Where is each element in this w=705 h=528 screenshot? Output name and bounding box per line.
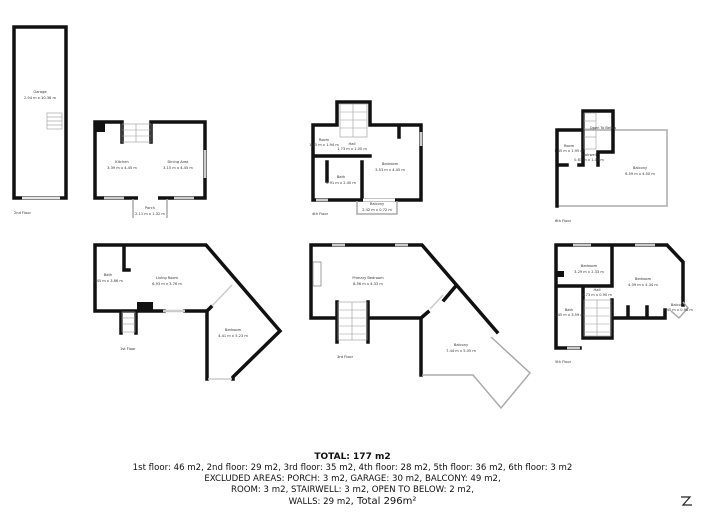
floor-label: 6th Floor [555,219,572,223]
room-dims: 0.45 m x 0.98 m [663,308,693,312]
floor-label: 2nd Floor [14,211,31,215]
floor-label: 4th Floor [312,212,329,216]
room-dims: 2.42 m x 0.72 m [362,208,392,212]
walls [555,109,615,208]
floor-1st: Bath 1.45 m x 3.86 m Living Room 6.93 m … [93,243,283,381]
room-name: Hall [349,142,356,146]
floor-areas: 1st floor: 46 m2, 2nd floor: 29 m2, 3rd … [132,463,573,473]
total-area: TOTAL: 177 m2 [314,452,391,462]
room-name: Dining Area [167,160,188,164]
room-name: Balcony [671,303,686,307]
walls [554,243,685,350]
room-dims: 1.45 m x 3.86 m [93,279,123,283]
room-name: Bedroom [635,277,652,281]
room-dims: 4.41 m x 5.23 m [218,334,248,338]
room-name: Balcony [454,343,469,347]
porch-outline [132,199,168,218]
floor-5th: Bedroom 3.29 m x 2.33 m Bedroom 4.09 m x… [554,243,693,364]
stairs [583,112,597,150]
north-arrow-icon [681,496,692,506]
room-dims: 2.94 m x 10.36 m [24,96,56,100]
room-name: Balcony [633,166,648,170]
room-name: Hall [594,288,601,292]
balcony-outline [670,301,689,320]
area-summary: TOTAL: 177 m2 1st floor: 46 m2, 2nd floo… [0,452,705,508]
stairs [46,112,63,130]
walls [309,243,500,377]
room-name: Bedroom [581,264,598,268]
room-dims: 2.11 m x 1.32 m [135,212,165,216]
room-dims: 4.09 m x 4.34 m [628,283,658,287]
excluded-areas-1: EXCLUDED AREAS: PORCH: 3 m2, GARAGE: 30 … [204,474,501,484]
floor-label: 1st Floor [120,347,136,351]
room-name: Primary Bedroom [352,276,384,280]
stairs [337,301,368,341]
room-dims: 1.45 m x 1.94 m [309,143,339,147]
room-dims: 1.45 m x 1.95 m [554,149,584,153]
walls [311,100,423,202]
room-name: Bedroom [382,162,399,166]
room-dims: 3.15 m x 4.45 m [163,166,193,170]
room-name: Kitchen [115,160,129,164]
stairs [121,311,136,333]
floor-4th: Room 1.45 m x 1.94 m Hall 1.73 m x 1.00 … [309,100,423,216]
room-dims: 1.45 m x 3.59 m [554,313,584,317]
room-dims: 3.39 m x 4.45 m [107,166,137,170]
room-name: Living Room [156,276,179,280]
room-dims: 6.93 m x 3.76 m [152,282,182,286]
floor-label: 5th Floor [555,360,572,364]
walls [93,243,283,381]
room-dims: 3.29 m x 2.33 m [574,270,604,274]
floor-label: 3rd Floor [337,355,354,359]
room-dims: 3.53 m x 4.45 m [375,168,405,172]
room-name: Bath [565,308,573,312]
floor-6th: Open To Below Room 1.45 m x 1.95 m Stair… [554,109,668,223]
room-name: Bath [104,273,112,277]
balcony-outline [422,336,532,410]
stairs [339,103,368,138]
room-name: Porch [145,206,155,210]
room-name: Room [319,138,330,142]
garage-walls [12,25,68,200]
room-name: Open To Below [590,126,617,130]
room-name: Bath [337,175,345,179]
room-name: Room [564,144,575,148]
room-dims: 7.44 m x 5.05 m [446,349,476,353]
room-dims: 0.83 m x 1.02 m [574,158,604,162]
room-dims: 4.73 m x 0.90 m [582,293,612,297]
excluded-areas-2: ROOM: 3 m2, STAIRWELL: 3 m2, OPEN TO BEL… [231,485,474,495]
room-dims: 6.59 m x 4.50 m [625,172,655,176]
room-name: Balcony [370,202,385,206]
room-name: Bedroom [225,328,242,332]
stairs [121,123,152,143]
room-name: Stairwell [581,153,597,157]
room-name: Garage [33,90,47,94]
room-dims: 8.56 m x 4.33 m [353,282,383,286]
stairs [583,299,612,337]
room-dims: 2.91 m x 2.40 m [326,181,356,185]
balcony-outline [356,201,398,215]
walls-total-line: WALLS: 29 m2, Total 296m² [0,496,705,508]
grand-total: , Total 296m² [350,496,417,507]
room-dims: 1.73 m x 1.00 m [337,147,367,151]
floor-2nd: Garage 2.94 m x 10.36 m 2nd Floor Kitche… [12,25,207,218]
walls-area: WALLS: 29 m2 [288,497,351,507]
floor-3rd: Primary Bedroom 8.56 m x 4.33 m Balcony … [309,243,532,410]
fireplace [312,261,322,287]
